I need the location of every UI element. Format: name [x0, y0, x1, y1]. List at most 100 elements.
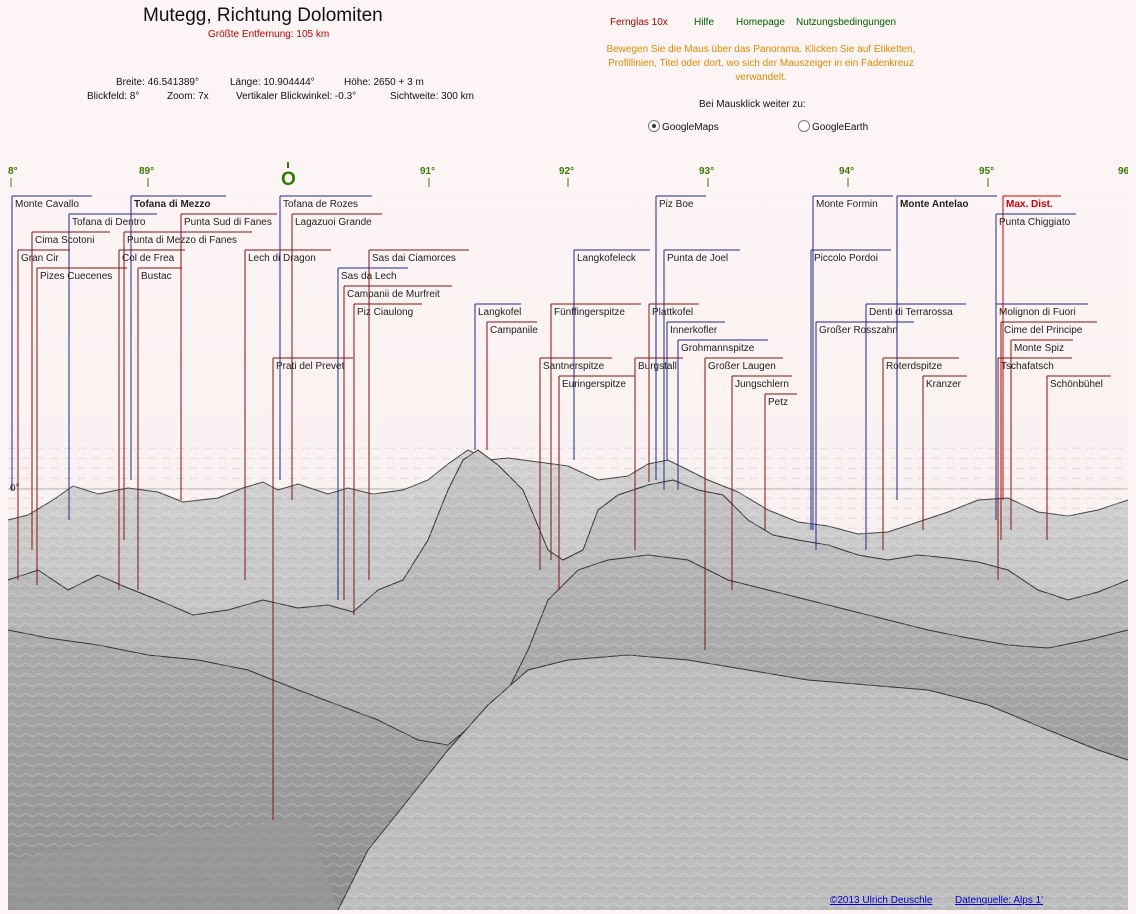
peak-name[interactable]: Col de Frea	[122, 253, 175, 264]
peak-label-punta-sud-di-fanes[interactable]: Punta Sud di Fanes	[180, 213, 277, 500]
peak-name[interactable]: Denti di Terrarossa	[869, 307, 953, 318]
peak-label-pizes-cuecenes[interactable]: Pizes Cuecenes	[36, 267, 127, 585]
peak-name[interactable]: Lagazuoi Grande	[295, 217, 372, 228]
peak-name[interactable]: Campanile	[490, 325, 538, 336]
peak-name[interactable]: Cima Scotoni	[35, 235, 94, 246]
data-source-link[interactable]: Datenquelle: Alps 1'	[955, 895, 1044, 906]
peak-name[interactable]: Pizes Cuecenes	[40, 271, 112, 282]
peak-name[interactable]: Euringerspitze	[562, 379, 626, 390]
peak-name[interactable]: Roterdspitze	[886, 361, 943, 372]
peak-name[interactable]: Tofana di Dentro	[72, 217, 146, 228]
peak-label-campanile[interactable]: Campanile	[486, 321, 538, 450]
peak-label-monte-antelao[interactable]: Monte Antelao	[896, 195, 997, 500]
peak-label-punta-de-joel[interactable]: Punta de Joel	[663, 249, 740, 490]
peak-label-gran-cir[interactable]: Gran Cir	[17, 249, 70, 580]
peak-name[interactable]: Fünffingerspitze	[554, 307, 625, 318]
peak-label-kranzer[interactable]: Kranzer	[922, 375, 967, 530]
peak-label-petz[interactable]: Petz	[764, 393, 797, 530]
peak-label-tschafatsch[interactable]: Tschafatsch	[997, 357, 1072, 580]
peak-name[interactable]: Sas da Lech	[341, 271, 397, 282]
peak-name[interactable]: Piz Ciaulong	[357, 307, 413, 318]
peak-name[interactable]: Punta di Mezzo di Fanes	[127, 235, 237, 246]
peak-label-santnerspitze[interactable]: Santnerspitze	[539, 357, 612, 570]
peak-name[interactable]: Tschafatsch	[1001, 361, 1054, 372]
peak-name[interactable]: Santnerspitze	[543, 361, 605, 372]
peak-name[interactable]: Bustac	[141, 271, 172, 282]
peak-name[interactable]: Piz Boe	[659, 199, 694, 210]
peak-name[interactable]: Petz	[768, 397, 788, 408]
peak-label-molignon-di-fuori[interactable]: Molignon di Fuori	[995, 303, 1088, 520]
panorama-view[interactable]: 8° 89° 91° 92° 93° 94° 95° 96° O 0° Mont…	[8, 160, 1128, 910]
peak-name[interactable]: Campanii de Murfreit	[347, 289, 440, 300]
peak-name[interactable]: Monte Formin	[816, 199, 878, 210]
peak-name[interactable]: Lech di Dragon	[248, 253, 316, 264]
peak-name[interactable]: Monte Cavallo	[15, 199, 79, 210]
peak-name[interactable]: Plattkofel	[652, 307, 693, 318]
peak-label-euringerspitze[interactable]: Euringerspitze	[558, 375, 635, 590]
peak-name[interactable]: Monte Spiz	[1014, 343, 1064, 354]
peak-name[interactable]: Piccolo Pordoi	[814, 253, 878, 264]
peak-label-punta-di-mezzo-di-fanes[interactable]: Punta di Mezzo di Fanes	[123, 231, 252, 540]
terrain[interactable]	[8, 440, 1128, 910]
binoculars-link[interactable]: Fernglas 10x	[610, 17, 668, 28]
radio-unchecked-icon[interactable]	[798, 120, 810, 132]
homepage-link[interactable]: Homepage	[736, 17, 785, 28]
peak-name[interactable]: Prati del Prevet	[276, 361, 345, 372]
peak-label-tofana-di-mezzo[interactable]: Tofana di Mezzo	[130, 195, 226, 480]
peak-label-piccolo-pordoi[interactable]: Piccolo Pordoi	[810, 249, 891, 530]
peak-name[interactable]: Grohmannspitze	[681, 343, 755, 354]
peak-label-großer-rosszahn[interactable]: Großer Rosszahn	[815, 321, 914, 550]
peak-label-cima-scotoni[interactable]: Cima Scotoni	[31, 231, 110, 550]
peak-label-schönbühel[interactable]: Schönbühel	[1046, 375, 1111, 540]
peak-label-langkofel[interactable]: Langkofel	[474, 303, 521, 450]
peak-label-großer-laugen[interactable]: Großer Laugen	[704, 357, 783, 650]
peak-label-prati-del-prevet[interactable]: Prati del Prevet	[272, 357, 353, 820]
peak-label-fünffingerspitze[interactable]: Fünffingerspitze	[550, 303, 641, 560]
radio-checked-icon[interactable]	[648, 120, 660, 132]
peak-label-max-dist[interactable]: Max. Dist.	[1002, 195, 1061, 500]
peak-name[interactable]: Großer Rosszahn	[819, 325, 898, 336]
peak-label-monte-spiz[interactable]: Monte Spiz	[1010, 339, 1073, 530]
peak-label-campanii-de-murfreit[interactable]: Campanii de Murfreit	[343, 285, 452, 600]
peak-name[interactable]: Tofana di Mezzo	[134, 199, 210, 210]
peak-name[interactable]: Monte Antelao	[900, 199, 969, 210]
help-link[interactable]: Hilfe	[694, 17, 715, 28]
peak-name[interactable]: Schönbühel	[1050, 379, 1103, 390]
peak-label-sas-da-lech[interactable]: Sas da Lech	[337, 267, 408, 600]
peak-name[interactable]: Punta Chiggiato	[999, 217, 1071, 228]
terms-link[interactable]: Nutzungsbedingungen	[796, 17, 897, 28]
peak-name[interactable]: Sas dai Ciamorces	[372, 253, 456, 264]
peak-name[interactable]: Langkofeleck	[577, 253, 637, 264]
peak-name[interactable]: Max. Dist.	[1006, 199, 1053, 210]
peak-label-roterdspitze[interactable]: Roterdspitze	[882, 357, 959, 550]
peak-name[interactable]: Punta de Joel	[667, 253, 728, 264]
peak-label-sas-dai-ciamorces[interactable]: Sas dai Ciamorces	[368, 249, 469, 580]
peak-name[interactable]: Langkofel	[478, 307, 521, 318]
peak-label-monte-cavallo[interactable]: Monte Cavallo	[11, 195, 92, 490]
page-title[interactable]: Mutegg, Richtung Dolomiten	[143, 5, 383, 26]
peak-name[interactable]: Burgstall	[638, 361, 677, 372]
googleearth-radio[interactable]: GoogleEarth	[798, 120, 868, 133]
peak-name[interactable]: Molignon di Fuori	[999, 307, 1076, 318]
googlemaps-radio[interactable]: GoogleMaps	[648, 120, 719, 133]
peak-label-piz-ciaulong[interactable]: Piz Ciaulong	[353, 303, 422, 615]
peak-labels[interactable]: Monte Cavallo Tofana di Mezzo Tofana de Ro…	[11, 195, 1111, 820]
peak-label-plattkofel[interactable]: Plattkofel	[648, 303, 699, 482]
peak-name[interactable]: Innerkofler	[670, 325, 718, 336]
peak-label-denti-di-terrarossa[interactable]: Denti di Terrarossa	[865, 303, 966, 550]
peak-label-bustac[interactable]: Bustac	[137, 267, 182, 590]
peak-label-lagazuoi-grande[interactable]: Lagazuoi Grande	[291, 213, 382, 500]
peak-label-burgstall[interactable]: Burgstall	[634, 357, 683, 550]
peak-name[interactable]: Kranzer	[926, 379, 962, 390]
peak-label-tofana-di-dentro[interactable]: Tofana di Dentro	[68, 213, 157, 520]
peak-name[interactable]: Jungschlern	[735, 379, 789, 390]
peak-name[interactable]: Gran Cir	[21, 253, 59, 264]
copyright-link[interactable]: ©2013 Ulrich Deuschle	[830, 895, 933, 906]
peak-name[interactable]: Tofana de Rozes	[283, 199, 358, 210]
peak-label-langkofeleck[interactable]: Langkofeleck	[573, 249, 650, 460]
peak-name[interactable]: Cime del Principe	[1004, 325, 1083, 336]
peak-label-piz-boe[interactable]: Piz Boe	[655, 195, 706, 480]
peak-label-innerkofler[interactable]: Innerkofler	[666, 321, 725, 460]
peak-label-monte-formin[interactable]: Monte Formin	[812, 195, 893, 530]
peak-name[interactable]: Großer Laugen	[708, 361, 776, 372]
